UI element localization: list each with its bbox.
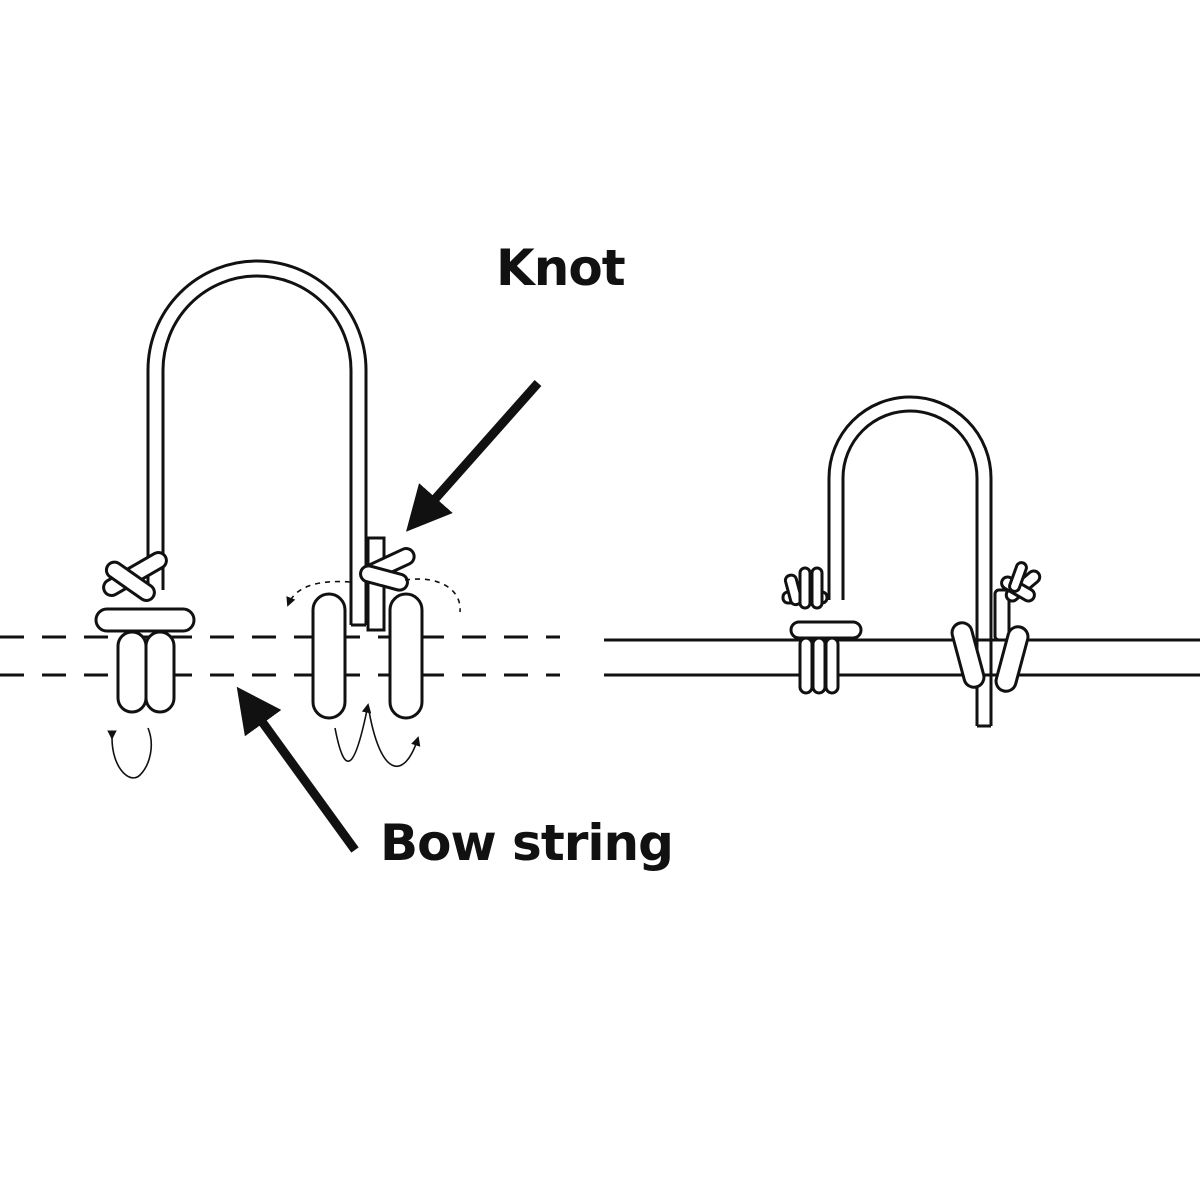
right-wrap-strand-2 — [388, 592, 424, 720]
r-right-post — [993, 588, 1011, 642]
wrap-arc-left — [286, 580, 351, 607]
r-left-wrap-bar — [789, 620, 863, 640]
r-left-serving-3 — [798, 566, 812, 610]
left-loop-inner — [161, 274, 353, 625]
knot-oval-2 — [359, 564, 409, 592]
left-wrap-bar — [94, 607, 196, 633]
left-wrap-strand-2 — [144, 630, 176, 714]
r-right-strand-2 — [994, 625, 1030, 693]
bow-string-callout-arrow — [236, 686, 359, 853]
left-loop-outer — [146, 259, 368, 625]
knot-callout-arrow — [406, 380, 542, 532]
left-wrap-oval-2 — [104, 560, 156, 602]
right-loop-outer — [827, 395, 993, 726]
right-wrap-strand-1 — [311, 592, 347, 720]
left-tie-illustration — [0, 259, 560, 779]
r-right-knot-3 — [1008, 561, 1028, 593]
r-left-strand-3 — [824, 636, 840, 695]
right-loop-inner — [841, 409, 979, 726]
r-right-strand-1 — [950, 621, 986, 689]
r-left-serving-4 — [810, 566, 824, 610]
knot-label: Knot — [496, 239, 625, 297]
bow-string-label: Bow string — [380, 814, 673, 872]
right-rotation-arrow-1 — [334, 703, 372, 763]
r-left-strand-2 — [811, 636, 827, 695]
r-left-strand-1 — [798, 636, 814, 695]
left-wrap-strand-1 — [116, 630, 148, 714]
left-rotation-arrow — [107, 727, 152, 779]
right-finished-illustration — [604, 395, 1200, 728]
wrap-arc-right — [404, 578, 461, 613]
right-rotation-arrow-2 — [367, 704, 421, 767]
